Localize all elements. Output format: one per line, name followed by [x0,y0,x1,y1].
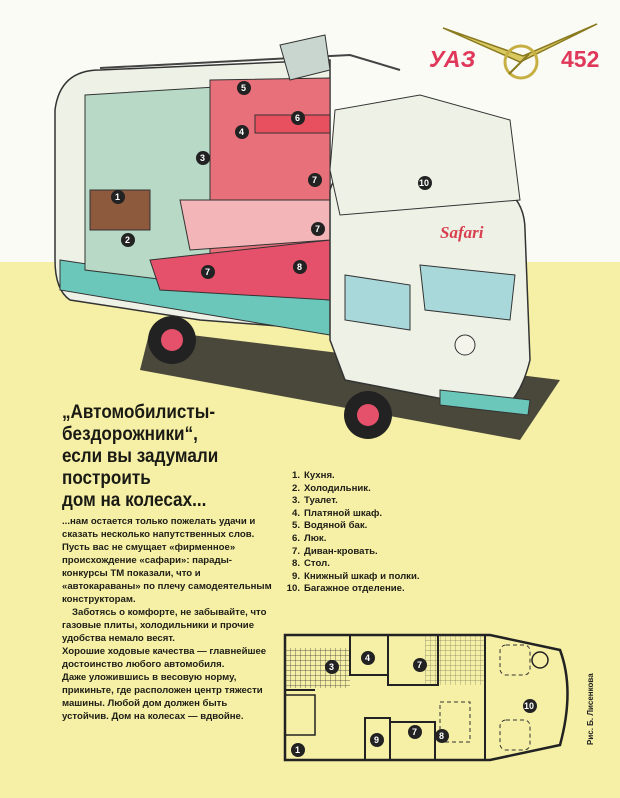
steering-wheel-icon [531,651,549,669]
marker-2: 2 [121,233,135,247]
bumper [439,389,531,416]
svg-text:7: 7 [205,267,210,277]
paragraph: Заботясь о комфорте, не забывайте, что г… [62,607,267,644]
plan-marker-10: 10 [523,699,537,713]
headlight [454,334,476,356]
uaz-wings-emblem-icon [442,23,598,80]
headline-line: если вы задумали [62,446,219,467]
marker-5: 5 [237,81,251,95]
marker-7a: 7 [308,173,322,187]
van-safari-label: Safari [440,223,484,242]
logo-uaz-text: УАЗ [429,46,477,72]
plan-marker-4: 4 [361,651,375,665]
svg-text:7: 7 [315,224,320,234]
svg-text:7: 7 [412,727,417,737]
logo-model-text: 452 [561,46,600,72]
svg-text:8: 8 [297,262,302,272]
side-window [344,274,411,331]
headline-line: построить [62,468,151,489]
svg-text:2: 2 [125,235,130,245]
plan-marker-8: 8 [435,729,449,743]
svg-text:5: 5 [241,83,246,93]
svg-text:4: 4 [365,653,370,663]
plan-marker-7b: 7 [408,725,422,739]
headline: „Автомобилисты- бездорожники“, если вы з… [62,402,260,512]
legend-item: 9.Книжный шкаф и полки. [291,570,420,582]
plan-marker-9: 9 [370,733,384,747]
svg-text:4: 4 [239,127,244,137]
headline-line: „Автомобилисты- [62,402,216,423]
legend-item: 5.Водяной бак. [291,520,368,532]
svg-text:1: 1 [115,192,120,202]
marker-1: 1 [111,190,125,204]
paragraph: Пусть вас не смущает «фирменное» происхо… [62,542,272,605]
marker-10: 10 [418,176,432,190]
plan-marker-7a: 7 [413,658,427,672]
legend-item: 7.Диван-кровать. [291,545,378,557]
legend-item: 4.Платяной шкаф. [291,507,383,519]
paragraph: Хорошие ходовые качества — главнейшее до… [62,646,267,670]
legend-item: 8.Стол. [291,558,330,570]
paragraph: Даже уложившись в весовую норму, прикинь… [62,672,263,722]
legend-item: 10.Багажное отделение. [286,583,405,595]
article-body: ...нам остается только пожелать удачи и … [62,515,272,723]
roof-rack [99,53,401,71]
headline-line: бездорожники“, [62,424,198,445]
svg-text:6: 6 [295,113,300,123]
paragraph: ...нам остается только пожелать удачи и … [62,516,256,540]
van-roof-box [329,94,521,216]
svg-text:10: 10 [524,701,534,711]
marker-7c: 7 [201,265,215,279]
svg-text:7: 7 [312,175,317,185]
svg-text:10: 10 [419,178,429,188]
marker-7b: 7 [311,222,325,236]
plan-marker-3: 3 [325,660,339,674]
rear-hub [161,329,183,351]
van-shadow [140,330,560,440]
marker-3: 3 [196,151,210,165]
svg-text:9: 9 [374,735,379,745]
legend-list: 1.Кухня. 2.Холодильник. 3.Туалет. 4.Плат… [284,470,420,596]
roof-hatch [279,34,331,81]
uaz-452-logo: УАЗ 452 [425,10,615,85]
legend-item: 6.Люк. [291,532,327,544]
svg-text:1: 1 [295,745,300,755]
legend-item: 3.Туалет. [291,495,338,507]
windshield [419,264,516,321]
svg-text:8: 8 [439,731,444,741]
plan-marker-1: 1 [291,743,305,757]
front-hub [357,404,379,426]
svg-text:3: 3 [200,153,205,163]
illustration-credit: Рис. Б. Лисенкова [586,673,595,745]
marker-4: 4 [235,125,249,139]
floor-plan: 1 3 4 7 7 8 9 10 [283,633,569,762]
svg-text:3: 3 [329,662,334,672]
marker-8: 8 [293,260,307,274]
van-cutaway-illustration: Safari 1 2 3 4 5 6 7 7 7 8 10 [54,34,560,440]
svg-text:7: 7 [417,660,422,670]
legend-item: 2.Холодильник. [291,482,371,494]
marker-6: 6 [291,111,305,125]
legend-item: 1.Кухня. [291,470,335,481]
headline-line: дом на колесах... [62,490,207,511]
